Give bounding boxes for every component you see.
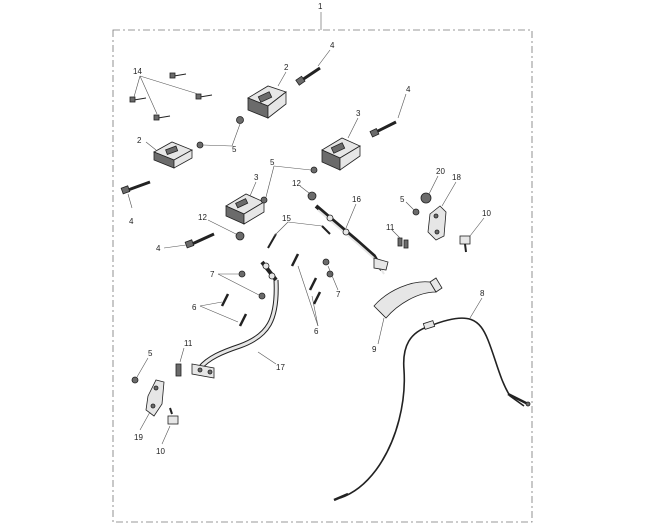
spacer-11-lower: [175, 363, 182, 377]
long-bolt-c: [120, 180, 151, 195]
nut-7-left: [238, 270, 266, 300]
nut-5-d: [131, 376, 139, 384]
callout-4-b: 4: [406, 85, 411, 94]
nut-5-b: [260, 166, 318, 204]
callout-5-a: 5: [232, 145, 237, 154]
rubber-mount-lower: [153, 141, 193, 169]
callout-12-a: 12: [292, 179, 301, 188]
callout-4-a: 4: [330, 41, 335, 50]
bolt-group-14: [129, 72, 213, 121]
callout-8: 8: [480, 289, 485, 298]
bracket-16: [314, 204, 389, 275]
mount-3-right: [321, 137, 361, 171]
callout-7-left: 7: [210, 270, 215, 279]
spacer-12-a: [307, 191, 317, 201]
long-bolt-d: [184, 232, 215, 249]
callout-18: 18: [452, 173, 461, 182]
callout-12-b: 12: [198, 213, 207, 222]
callout-2-upper: 2: [284, 63, 289, 72]
rubber-mount-upper: [247, 85, 287, 119]
callout-9: 9: [372, 345, 377, 354]
callout-15: 15: [282, 214, 291, 223]
callout-6-right: 6: [314, 327, 319, 336]
cover-9: [373, 277, 443, 319]
cable-8: [333, 317, 531, 502]
callout-5-d: 5: [148, 349, 153, 358]
spacer-11-upper: [397, 237, 409, 249]
bracket-17: [191, 260, 279, 379]
callout-1: 1: [318, 2, 323, 11]
lever-18: [427, 205, 447, 241]
pin-15: [267, 225, 331, 249]
callout-14: 14: [133, 67, 142, 76]
stud-6-left: [220, 293, 248, 327]
callout-6-left: 6: [192, 303, 197, 312]
callout-10-left: 10: [156, 447, 165, 456]
nut-5-c: [412, 208, 420, 216]
bolt-10-right: [459, 235, 471, 253]
callout-20: 20: [436, 167, 445, 176]
mount-3-left: [225, 193, 265, 225]
callout-3-left: 3: [254, 173, 259, 182]
callout-10-right: 10: [482, 209, 491, 218]
callout-4-c: 4: [129, 217, 134, 226]
bolt-10-left: [167, 407, 179, 425]
callout-7-right: 7: [336, 290, 341, 299]
callout-4-d: 4: [156, 244, 161, 253]
callout-16: 16: [352, 195, 361, 204]
callout-3-right: 3: [356, 109, 361, 118]
callout-2-lower: 2: [137, 136, 142, 145]
callout-19: 19: [134, 433, 143, 442]
callout-11-lower: 11: [184, 339, 193, 348]
nut-5-a: [196, 116, 244, 149]
stud-6-right: [290, 253, 322, 305]
spacer-12-b: [235, 231, 245, 241]
callout-11-upper: 11: [386, 223, 395, 232]
kit-frame: [112, 29, 533, 523]
callout-5-b: 5: [270, 158, 275, 167]
cap-20: [420, 192, 432, 204]
long-bolt-b: [369, 120, 397, 138]
long-bolt-a: [295, 66, 321, 86]
callout-17: 17: [276, 363, 285, 372]
nut-7-right: [322, 258, 334, 278]
callout-5-c: 5: [400, 195, 405, 204]
lever-19: [145, 379, 165, 417]
